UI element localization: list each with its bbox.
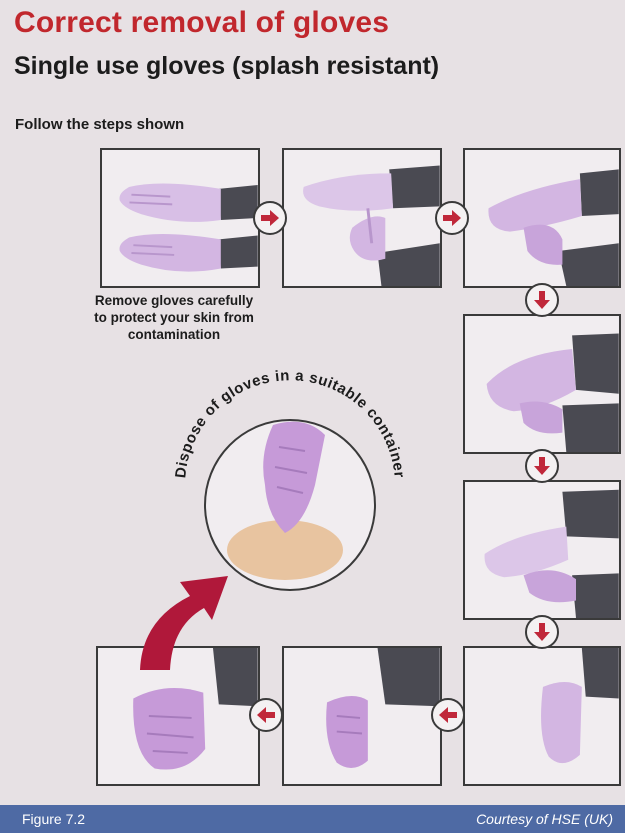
- arrow-down-icon: [531, 621, 553, 643]
- arrow-down-icon: [531, 455, 553, 477]
- gloves-inside-out-icon: [284, 648, 440, 784]
- figure-footer: Figure 7.2 Courtesy of HSE (UK): [0, 805, 625, 833]
- figure-label: Figure 7.2: [22, 811, 85, 827]
- arrow-left-icon: [437, 704, 459, 726]
- arrow-down-2: [525, 449, 559, 483]
- big-curved-arrow-icon: [120, 560, 250, 670]
- arrow-right-2: [435, 201, 469, 235]
- finger-under-cuff-icon: [465, 482, 619, 618]
- arrow-right-1: [253, 201, 287, 235]
- step-2-panel: [282, 148, 442, 288]
- arrow-down-1: [525, 283, 559, 317]
- peel-glove-icon: [465, 150, 619, 286]
- arrow-down-3: [525, 615, 559, 649]
- hold-removed-glove-icon: [465, 316, 619, 452]
- instruction-text: Follow the steps shown: [15, 116, 184, 133]
- peel-second-glove-icon: [465, 648, 619, 784]
- step-6-panel: [463, 646, 621, 786]
- step-7-panel: [282, 646, 442, 786]
- page-title: Correct removal of gloves: [14, 6, 389, 40]
- page-subtitle: Single use gloves (splash resistant): [14, 52, 439, 81]
- arrow-right-icon: [259, 207, 281, 229]
- caption-text: Remove gloves carefully to protect your …: [88, 292, 260, 343]
- figure-credit: Courtesy of HSE (UK): [476, 811, 613, 827]
- step-4-panel: [463, 314, 621, 454]
- arrow-left-2: [249, 698, 283, 732]
- pinch-glove-wrist-icon: [284, 150, 440, 286]
- step-1-panel: [100, 148, 260, 288]
- step-5-panel: [463, 480, 621, 620]
- arrow-down-icon: [531, 289, 553, 311]
- step-3-panel: [463, 148, 621, 288]
- gloved-hands-icon: [102, 150, 258, 286]
- arrow-left-icon: [255, 704, 277, 726]
- arrow-right-icon: [441, 207, 463, 229]
- arrow-left-1: [431, 698, 465, 732]
